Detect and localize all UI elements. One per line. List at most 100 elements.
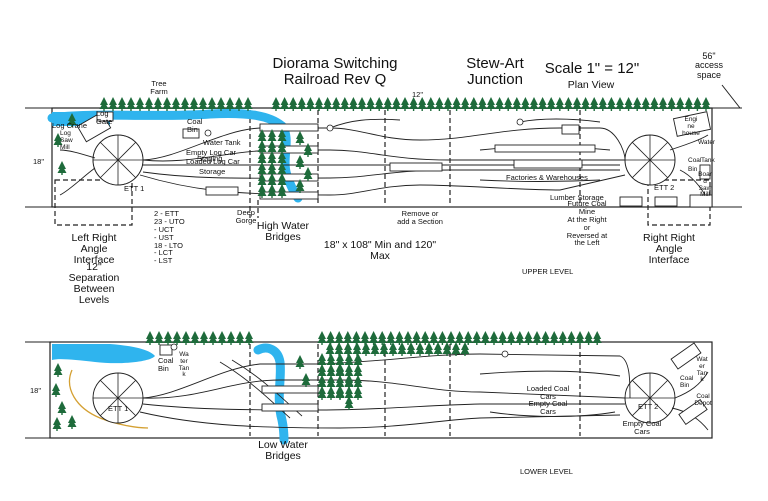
tree-icon (615, 97, 625, 111)
right-interface-label: Right Right Angle Interface (643, 232, 695, 267)
tree-icon (443, 97, 453, 111)
tree-icon (277, 184, 287, 198)
log-crane-label: Log Crane (52, 121, 88, 130)
access-pointer (721, 84, 741, 109)
tree-icon (558, 331, 568, 345)
tree-icon (701, 97, 711, 111)
tree-icon (391, 97, 401, 111)
future-coal-label: Future Coal Mine At the Right or Reverse… (566, 199, 608, 248)
tree-icon (340, 97, 350, 111)
tree-icon (426, 97, 436, 111)
left-interface-label: Left Right Angle Interface (71, 232, 117, 267)
size-label: 18" x 108" Min and 120" Max (323, 239, 437, 263)
tree-icon (162, 97, 172, 111)
ett2-turntable (624, 134, 676, 186)
tree-icon (592, 331, 602, 345)
tree-icon (520, 97, 530, 111)
tree-icon (334, 342, 344, 356)
tree-icon (563, 97, 573, 111)
high-water-bridges-label: High Water Bridges (256, 220, 310, 244)
coal-right-label: Coal (688, 157, 702, 164)
tree-icon (353, 386, 363, 400)
tree-icon (455, 331, 465, 345)
tree-icon (314, 97, 324, 111)
low-water-bridges-label: Low Water Bridges (258, 439, 308, 463)
tree-icon (267, 184, 277, 198)
tree-icon (344, 396, 354, 410)
tree-icon (434, 97, 444, 111)
tree-icon (460, 97, 470, 111)
tree-icon (189, 97, 199, 111)
tree-icon (606, 97, 616, 111)
tree-icon (572, 97, 582, 111)
factories-label: Factories & Warehouses (506, 173, 588, 182)
tree-icon (235, 331, 245, 345)
remove-section-label: Remove or add a Section (397, 209, 443, 226)
tree-icon (57, 401, 67, 415)
tree-farm-label: Tree Farm (150, 79, 168, 96)
tree-icon (360, 331, 370, 345)
tree-icon (199, 331, 209, 345)
turnout-marker (204, 129, 212, 137)
tree-icon (532, 331, 542, 345)
tree-icon (53, 363, 63, 377)
turnout-marker (516, 118, 524, 126)
tree-icon (541, 331, 551, 345)
ett1-turntable (92, 134, 144, 186)
tree-icon (575, 331, 585, 345)
tree-icon (379, 342, 389, 356)
tree-icon (67, 415, 77, 429)
tree-icon (598, 97, 608, 111)
tree-icon (181, 331, 191, 345)
loaded-coal-label: Loaded Coal Cars (526, 384, 570, 401)
tree-icon (303, 167, 313, 181)
tree-icon (437, 331, 447, 345)
lower-coal-bin-label: Coal Bin (158, 356, 174, 373)
tree-icon (489, 331, 499, 345)
water-tank-label: Water Tank (203, 138, 241, 147)
tree-icon (317, 386, 327, 400)
tree-icon (480, 331, 490, 345)
tank-right-label: Tank (701, 157, 715, 164)
engine-house-label: Engi ne house (682, 116, 700, 137)
tree-icon (244, 331, 254, 345)
lower-lake (52, 344, 155, 364)
bin-right-label: Bin (688, 166, 698, 173)
water-right-label: Water (698, 139, 716, 146)
tree-icon (477, 97, 487, 111)
lower-dim-18: 18" (30, 386, 42, 395)
tree-icon (257, 184, 267, 198)
turnout-marker (170, 343, 178, 351)
tree-icon (515, 331, 525, 345)
tree-icon (506, 331, 516, 345)
tree-icon (584, 331, 594, 345)
tree-icon (317, 331, 327, 345)
tree-icon (433, 342, 443, 356)
tree-icon (301, 373, 311, 387)
diagram-title: Diorama Switching Railroad Rev Q (272, 55, 398, 88)
tree-icon (190, 331, 200, 345)
tree-icon (305, 97, 315, 111)
tree-icon (495, 97, 505, 111)
tree-icon (323, 97, 333, 111)
lower-structures (159, 342, 708, 425)
tree-icon (538, 97, 548, 111)
separation-label: 12" Separation Between Levels (68, 261, 120, 307)
lower-level (25, 331, 713, 445)
lower-water-tank-right-label: Wat er Tan k (696, 356, 708, 384)
turnout-marker (501, 350, 509, 358)
tree-icon (394, 331, 404, 345)
track-list: 2 - ETT 23 - UTO - UCT - UST 18 - LTO - … (154, 209, 185, 266)
tree-icon (108, 97, 118, 111)
tree-icon (581, 97, 591, 111)
tree-icon (52, 417, 62, 431)
tree-icon (295, 155, 305, 169)
tree-icon (503, 97, 513, 111)
tree-icon (546, 97, 556, 111)
tree-icon (217, 331, 227, 345)
storage-label: Storage (199, 167, 226, 176)
scale-label: Scale 1" = 12" (544, 60, 640, 77)
upper-dim-12: 12" (412, 90, 424, 99)
tree-icon (344, 374, 354, 388)
upper-level (25, 84, 742, 226)
